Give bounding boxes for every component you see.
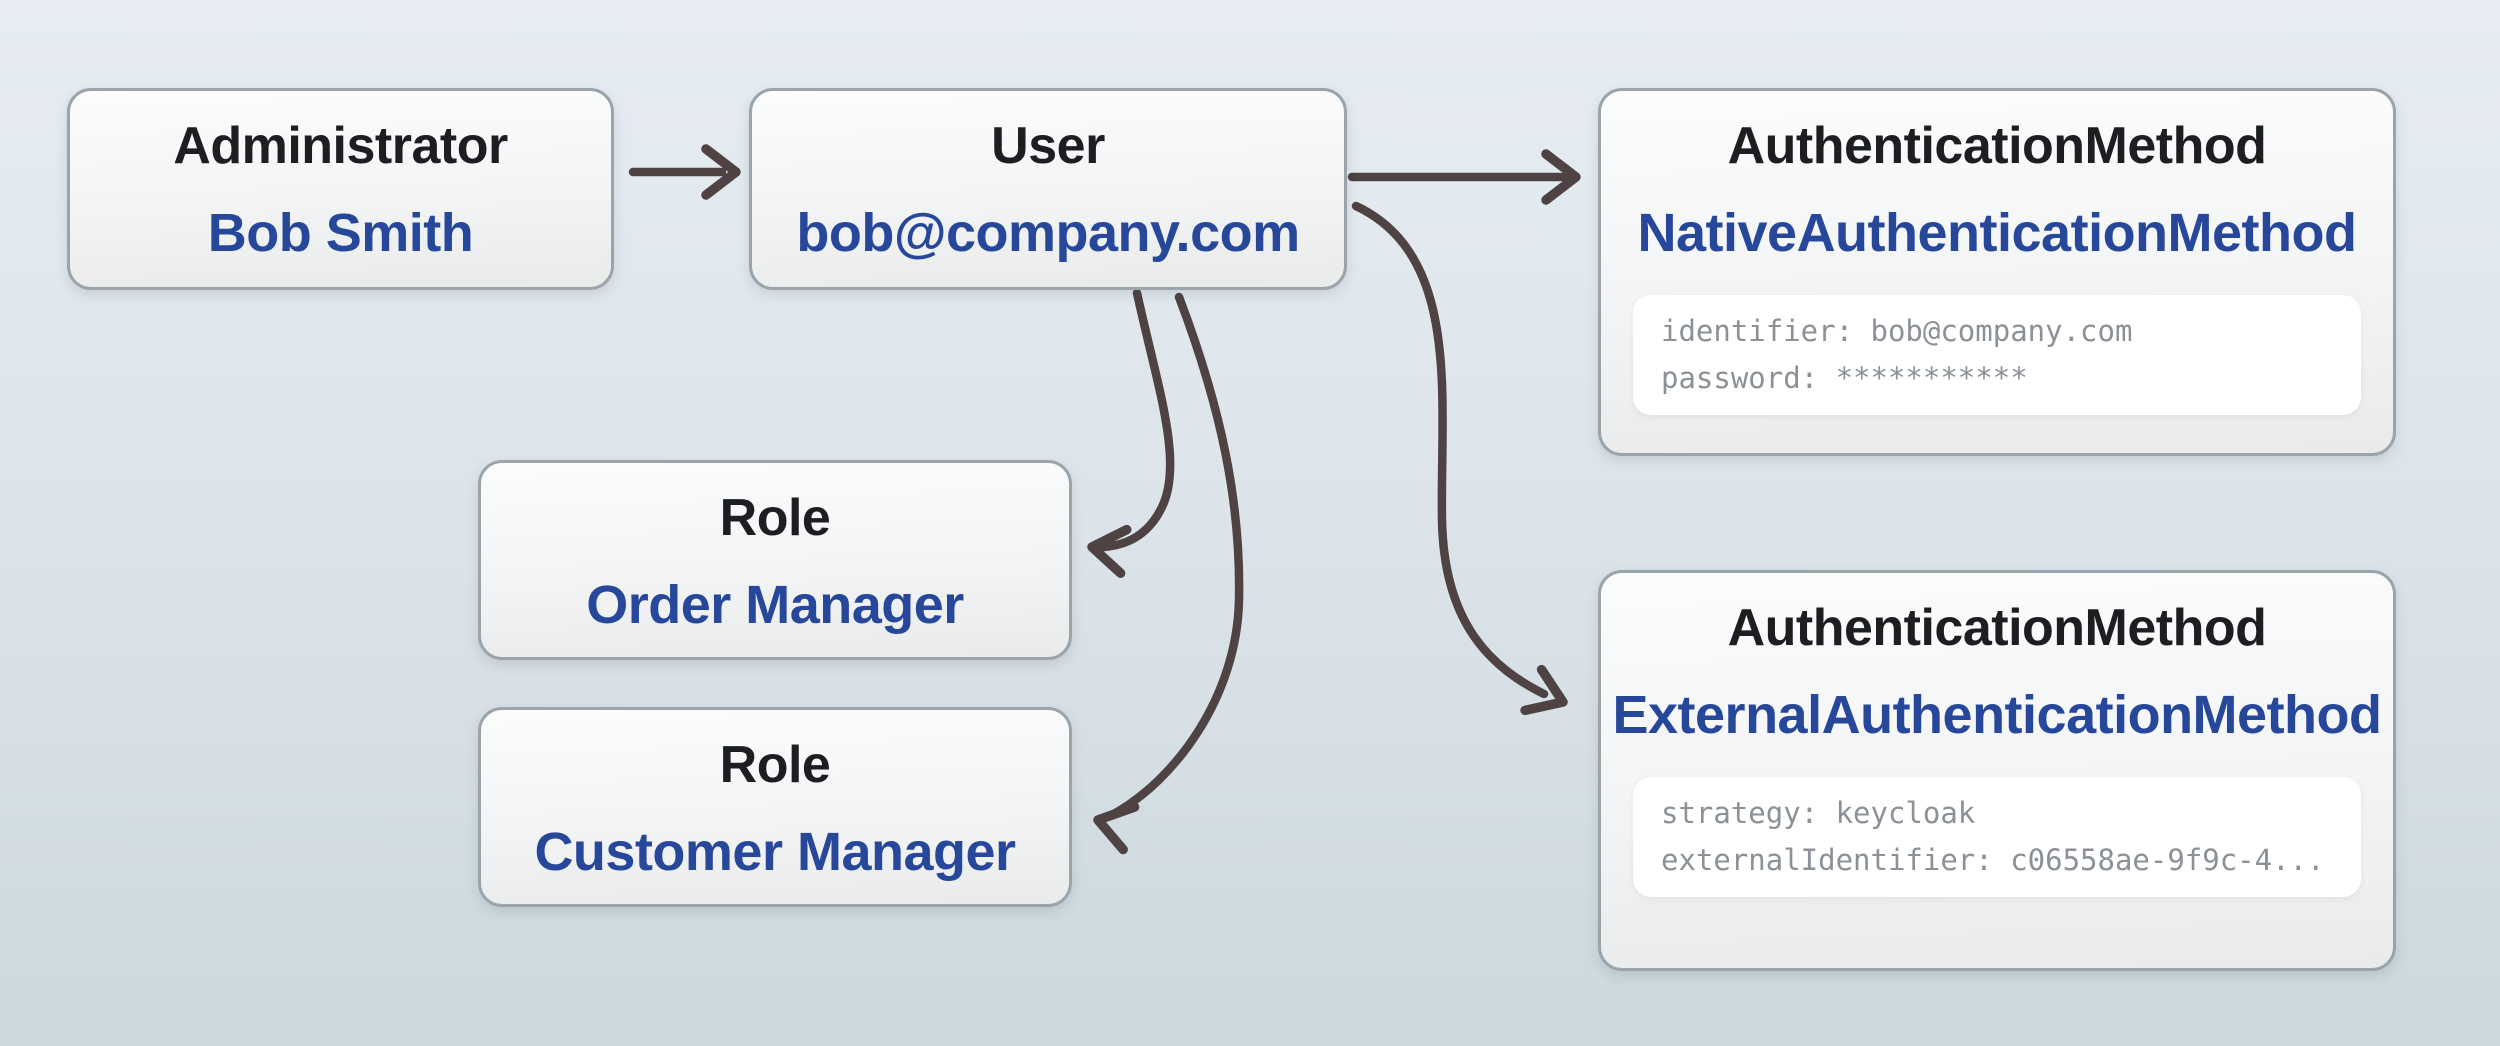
node-type-label: AuthenticationMethod (1727, 117, 2267, 175)
node-value-label: Customer Manager (534, 822, 1016, 882)
node-value-label: Bob Smith (207, 203, 474, 263)
node-type-label: Administrator (173, 117, 508, 175)
node-administrator: Administrator Bob Smith (67, 88, 614, 290)
node-external-authentication-method: AuthenticationMethod ExternalAuthenticat… (1598, 570, 2396, 971)
node-type-label: Role (719, 489, 831, 547)
node-type-label: Role (719, 736, 831, 794)
edge-user-role-order (1087, 288, 1175, 578)
attribute-external-identifier: externalIdentifier: c06558ae-9f9c-4... (1661, 843, 2325, 877)
node-value-label: ExternalAuthenticationMethod (1612, 685, 2382, 745)
edge-user-native-auth (1347, 149, 1581, 205)
node-role-order-manager: Role Order Manager (478, 460, 1072, 660)
attribute-password: password: *********** (1661, 361, 2028, 395)
node-type-label: User (991, 117, 1105, 175)
node-type-label: AuthenticationMethod (1727, 599, 2267, 657)
attribute-identifier: identifier: bob@company.com (1661, 314, 2133, 348)
attributes-panel: strategy: keycloak externalIdentifier: c… (1633, 777, 2361, 897)
node-user: User bob@company.com (749, 88, 1347, 290)
node-value-label: Order Manager (586, 575, 964, 635)
edge-administrator-user (628, 144, 741, 200)
node-native-authentication-method: AuthenticationMethod NativeAuthenticatio… (1598, 88, 2396, 456)
edge-user-external-auth (1351, 201, 1568, 716)
node-value-label: NativeAuthenticationMethod (1637, 203, 2357, 263)
node-role-customer-manager: Role Customer Manager (478, 707, 1072, 907)
node-value-label: bob@company.com (796, 203, 1300, 263)
attribute-strategy: strategy: keycloak (1661, 796, 1976, 830)
edge-user-role-customer (1093, 292, 1244, 855)
attributes-panel: identifier: bob@company.com password: **… (1633, 295, 2361, 415)
